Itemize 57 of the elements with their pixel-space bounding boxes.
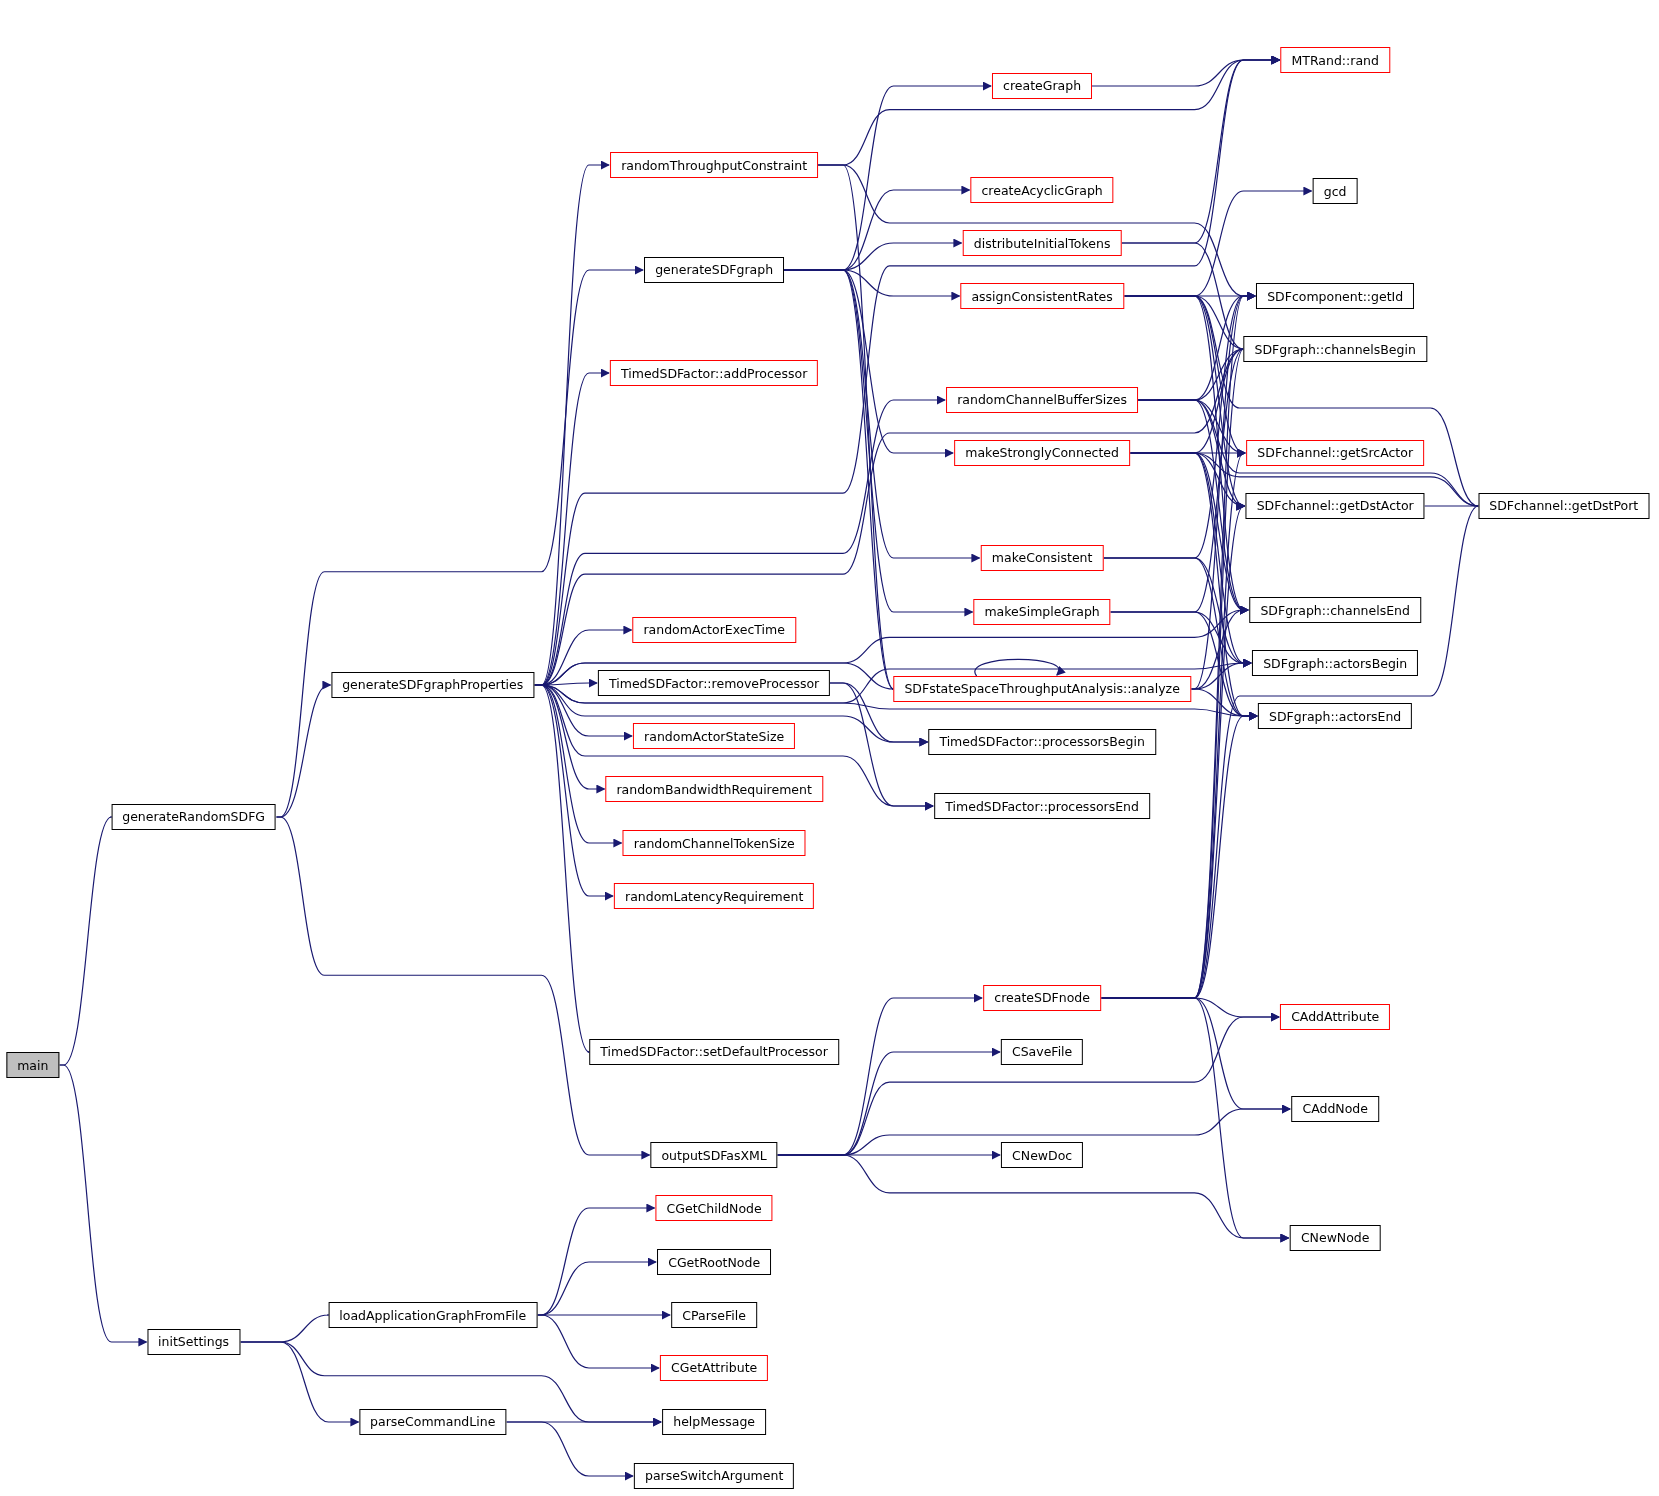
function-box: SDFgraph::actorsEnd [1258, 703, 1413, 730]
call-arrow [275, 265, 644, 818]
function-box: SDFgraph::channelsEnd [1249, 597, 1421, 624]
function-box: TimedSDFactor::addProcessor [610, 360, 819, 387]
call-arrow [58, 1064, 148, 1347]
function-box: distributeInitialTokens [962, 230, 1122, 257]
function-box: SDFgraph::actorsBegin [1252, 650, 1419, 677]
call-arrow [829, 682, 934, 811]
function-box: SDFchannel::getSrcActor [1246, 439, 1425, 466]
function-box: randomActorExecTime [632, 616, 796, 643]
function-box: makeConsistent [980, 544, 1104, 571]
function-box: createSDFnode [983, 984, 1101, 1011]
function-box: randomChannelTokenSize [622, 830, 806, 857]
function-box: CNewNode [1289, 1224, 1381, 1251]
function-box: initSettings [147, 1328, 241, 1355]
function-box: parseCommandLine [359, 1408, 507, 1435]
function-box: loadApplicationGraphFromFile [328, 1302, 538, 1329]
call-arrow [505, 1421, 634, 1481]
function-box: generateSDFgraphProperties [331, 671, 535, 698]
function-box: makeSimpleGraph [973, 598, 1111, 625]
function-box: CGetAttribute [660, 1355, 769, 1381]
function-box: makeStronglyConnected [954, 439, 1130, 466]
function-box: CGetRootNode [657, 1249, 772, 1276]
function-box: outputSDFasXML [650, 1142, 778, 1169]
function-box: generateSDFgraph [644, 256, 785, 283]
call-arrow [239, 1341, 360, 1427]
function-box: TimedSDFactor::processorsBegin [928, 728, 1156, 755]
function-box: randomThroughputConstraint [610, 152, 819, 179]
self-loop-arrow [974, 658, 1065, 677]
function-box: TimedSDFactor::setDefaultProcessor [589, 1038, 839, 1065]
function-box: SDFchannel::getDstActor [1245, 492, 1425, 519]
function-box: helpMessage [662, 1408, 767, 1435]
function-box: SDFcomponent::getId [1256, 283, 1415, 310]
function-box: parseSwitchArgument [634, 1462, 795, 1489]
function-box: createAcyclicGraph [970, 177, 1114, 204]
function-box: randomActorStateSize [633, 723, 796, 750]
call-arrow [536, 1314, 660, 1373]
function-box: CAddAttribute [1280, 1003, 1391, 1030]
function-box: SDFgraph::channelsBegin [1243, 336, 1427, 363]
function-box: randomBandwidthRequirement [605, 776, 823, 803]
function-box: TimedSDFactor::removeProcessor [598, 670, 831, 697]
function-box: SDFchannel::getDstPort [1478, 492, 1650, 519]
function-box: SDFstateSpaceThroughputAnalysis::analyze [893, 675, 1191, 702]
function-box: MTRand::rand [1280, 47, 1390, 74]
function-box: main [6, 1052, 60, 1079]
function-box: CNewDoc [1001, 1142, 1084, 1169]
function-box: generateRandomSDFG [111, 803, 276, 830]
function-box: CAddNode [1291, 1095, 1379, 1122]
function-box: assignConsistentRates [960, 283, 1124, 310]
function-box: TimedSDFactor::processorsEnd [934, 793, 1150, 820]
function-box: CParseFile [671, 1302, 757, 1329]
function-box: randomLatencyRequirement [614, 883, 815, 910]
function-box: randomChannelBufferSizes [946, 386, 1139, 413]
function-box: CGetChildNode [655, 1195, 773, 1222]
function-box: CSaveFile [1000, 1038, 1084, 1065]
function-box: gcd [1312, 178, 1358, 205]
function-box: createGraph [992, 72, 1093, 99]
